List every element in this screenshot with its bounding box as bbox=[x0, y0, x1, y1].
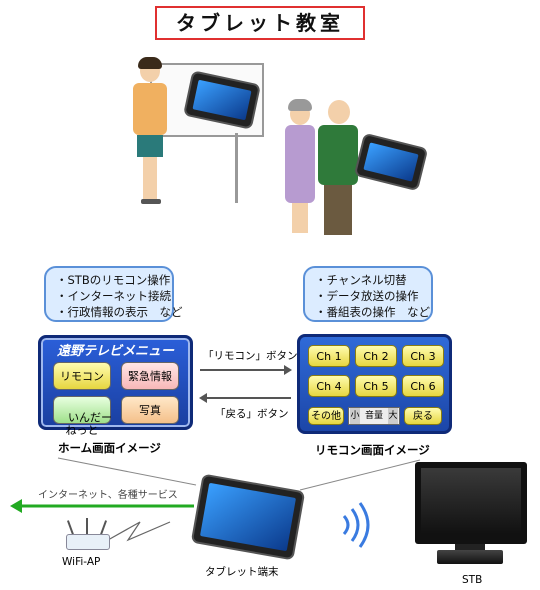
to-home-label: 「戻る」ボタン bbox=[215, 408, 289, 420]
other-label: その他 bbox=[311, 411, 341, 422]
tv-stand bbox=[455, 544, 485, 552]
internet-arrow-icon bbox=[10, 499, 194, 513]
photo-button[interactable]: 写真 bbox=[121, 396, 179, 424]
teacher-skirt bbox=[137, 135, 163, 157]
remote-features-bubble: ・チャンネル切替 ・データ放送の操作 ・番組表の操作 など bbox=[303, 266, 433, 322]
internet-services-label: インターネット、各種サービス bbox=[38, 490, 178, 501]
title-banner: タブレット教室 bbox=[155, 6, 365, 40]
wifi-router-body bbox=[66, 534, 110, 550]
man-legs bbox=[324, 185, 352, 235]
teacher-legs bbox=[143, 157, 157, 199]
channel-button-6[interactable]: Ch 6 bbox=[402, 375, 444, 397]
channel-label: Ch 5 bbox=[363, 380, 389, 393]
feature-item: ・行政情報の表示 など bbox=[56, 305, 183, 319]
channel-button-4[interactable]: Ch 4 bbox=[308, 375, 350, 397]
back-label: 戻る bbox=[413, 411, 433, 422]
home-screen-caption: ホーム画面イメージ bbox=[58, 441, 161, 455]
teacher-illustration bbox=[125, 55, 270, 210]
volume-down-button[interactable]: 小 bbox=[350, 408, 360, 424]
channel-label: Ch 6 bbox=[410, 380, 436, 393]
man-body bbox=[318, 125, 358, 185]
back-button[interactable]: 戻る bbox=[404, 407, 442, 425]
channel-button-2[interactable]: Ch 2 bbox=[355, 345, 397, 367]
tv-image bbox=[415, 462, 527, 544]
to-remote-label: 「リモコン」ボタン bbox=[203, 350, 298, 362]
remote-screen-caption: リモコン画面イメージ bbox=[315, 443, 430, 457]
emergency-info-button[interactable]: 緊急情報 bbox=[121, 362, 179, 390]
stb-box-image bbox=[437, 550, 503, 564]
teacher-shoes bbox=[141, 199, 161, 204]
feature-item: ・チャンネル切替 bbox=[315, 273, 407, 287]
remote-button-label: リモコン bbox=[60, 370, 104, 383]
arrow-left-icon bbox=[199, 393, 291, 403]
channel-button-1[interactable]: Ch 1 bbox=[308, 345, 350, 367]
feature-item: ・STBのリモコン操作 bbox=[56, 273, 171, 287]
tv-screen bbox=[421, 468, 521, 534]
channel-label: Ch 2 bbox=[363, 350, 389, 363]
wifi-antenna bbox=[86, 518, 88, 536]
woman-hair bbox=[288, 99, 312, 111]
wireless-signal-icon bbox=[342, 502, 370, 548]
whiteboard-stand bbox=[235, 133, 238, 203]
arrow-right-icon bbox=[200, 365, 292, 375]
wifi-ap-device bbox=[62, 518, 112, 550]
remote-screen-mockup: Ch 1 Ch 2 Ch 3 Ch 4 Ch 5 Ch 6 その他 小 音量 大… bbox=[297, 334, 452, 434]
elderly-couple-illustration bbox=[280, 95, 430, 245]
man-head bbox=[328, 100, 350, 124]
feature-item: ・データ放送の操作 bbox=[315, 289, 419, 303]
photo-label: 写真 bbox=[139, 404, 161, 417]
channel-button-5[interactable]: Ch 5 bbox=[355, 375, 397, 397]
emergency-info-label: 緊急情報 bbox=[128, 370, 172, 383]
internet-label: いんだー ねっと bbox=[65, 411, 113, 437]
volume-label: 音量 bbox=[364, 411, 383, 421]
woman-legs bbox=[292, 203, 308, 233]
teacher-hair bbox=[138, 57, 162, 69]
channel-label: Ch 4 bbox=[316, 380, 342, 393]
woman-body bbox=[285, 125, 315, 203]
wifi-ap-label: WiFi-AP bbox=[62, 556, 101, 568]
tablet-caption: タブレット端末 bbox=[205, 566, 279, 578]
home-features-bubble: ・STBのリモコン操作 ・インターネット接続 ・行政情報の表示 など bbox=[44, 266, 183, 322]
teacher-body bbox=[133, 83, 167, 135]
home-screen-mockup: 遠野テレビメニュー リモコン 緊急情報 いんだー ねっと 写真 bbox=[38, 335, 193, 437]
page-title: タブレット教室 bbox=[176, 11, 344, 35]
channel-label: Ch 3 bbox=[410, 350, 436, 363]
volume-up-button[interactable]: 大 bbox=[388, 408, 398, 424]
internet-button[interactable]: いんだー ねっと bbox=[53, 396, 112, 437]
feature-item: ・インターネット接続 bbox=[56, 289, 171, 303]
volume-control: 小 音量 大 bbox=[348, 407, 400, 425]
channel-label: Ch 1 bbox=[316, 350, 342, 363]
feature-item: ・番組表の操作 など bbox=[315, 305, 430, 319]
other-button[interactable]: その他 bbox=[308, 407, 344, 425]
remote-button[interactable]: リモコン bbox=[53, 362, 111, 390]
menu-title: 遠野テレビメニュー bbox=[56, 344, 174, 359]
stb-label: STB bbox=[462, 574, 483, 586]
channel-button-3[interactable]: Ch 3 bbox=[402, 345, 444, 367]
